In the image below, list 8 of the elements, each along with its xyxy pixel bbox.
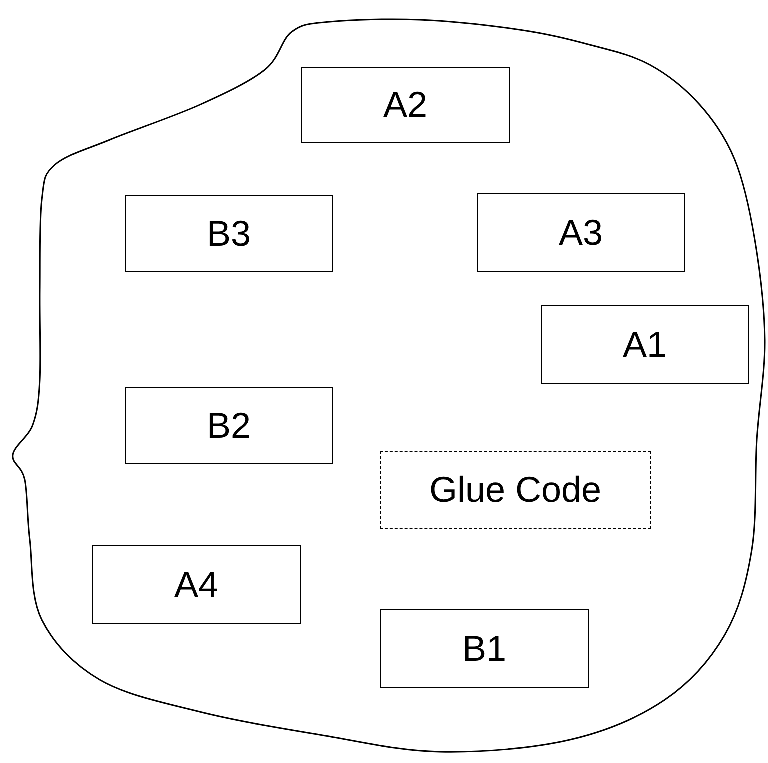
component-box: B3 — [125, 195, 333, 272]
component-box: Glue Code — [380, 451, 651, 529]
component-box: B1 — [380, 609, 589, 688]
component-box: A4 — [92, 545, 301, 624]
component-box: A3 — [477, 193, 685, 272]
component-box: B2 — [125, 387, 333, 464]
component-box: A1 — [541, 305, 749, 384]
component-box: A2 — [301, 67, 510, 143]
